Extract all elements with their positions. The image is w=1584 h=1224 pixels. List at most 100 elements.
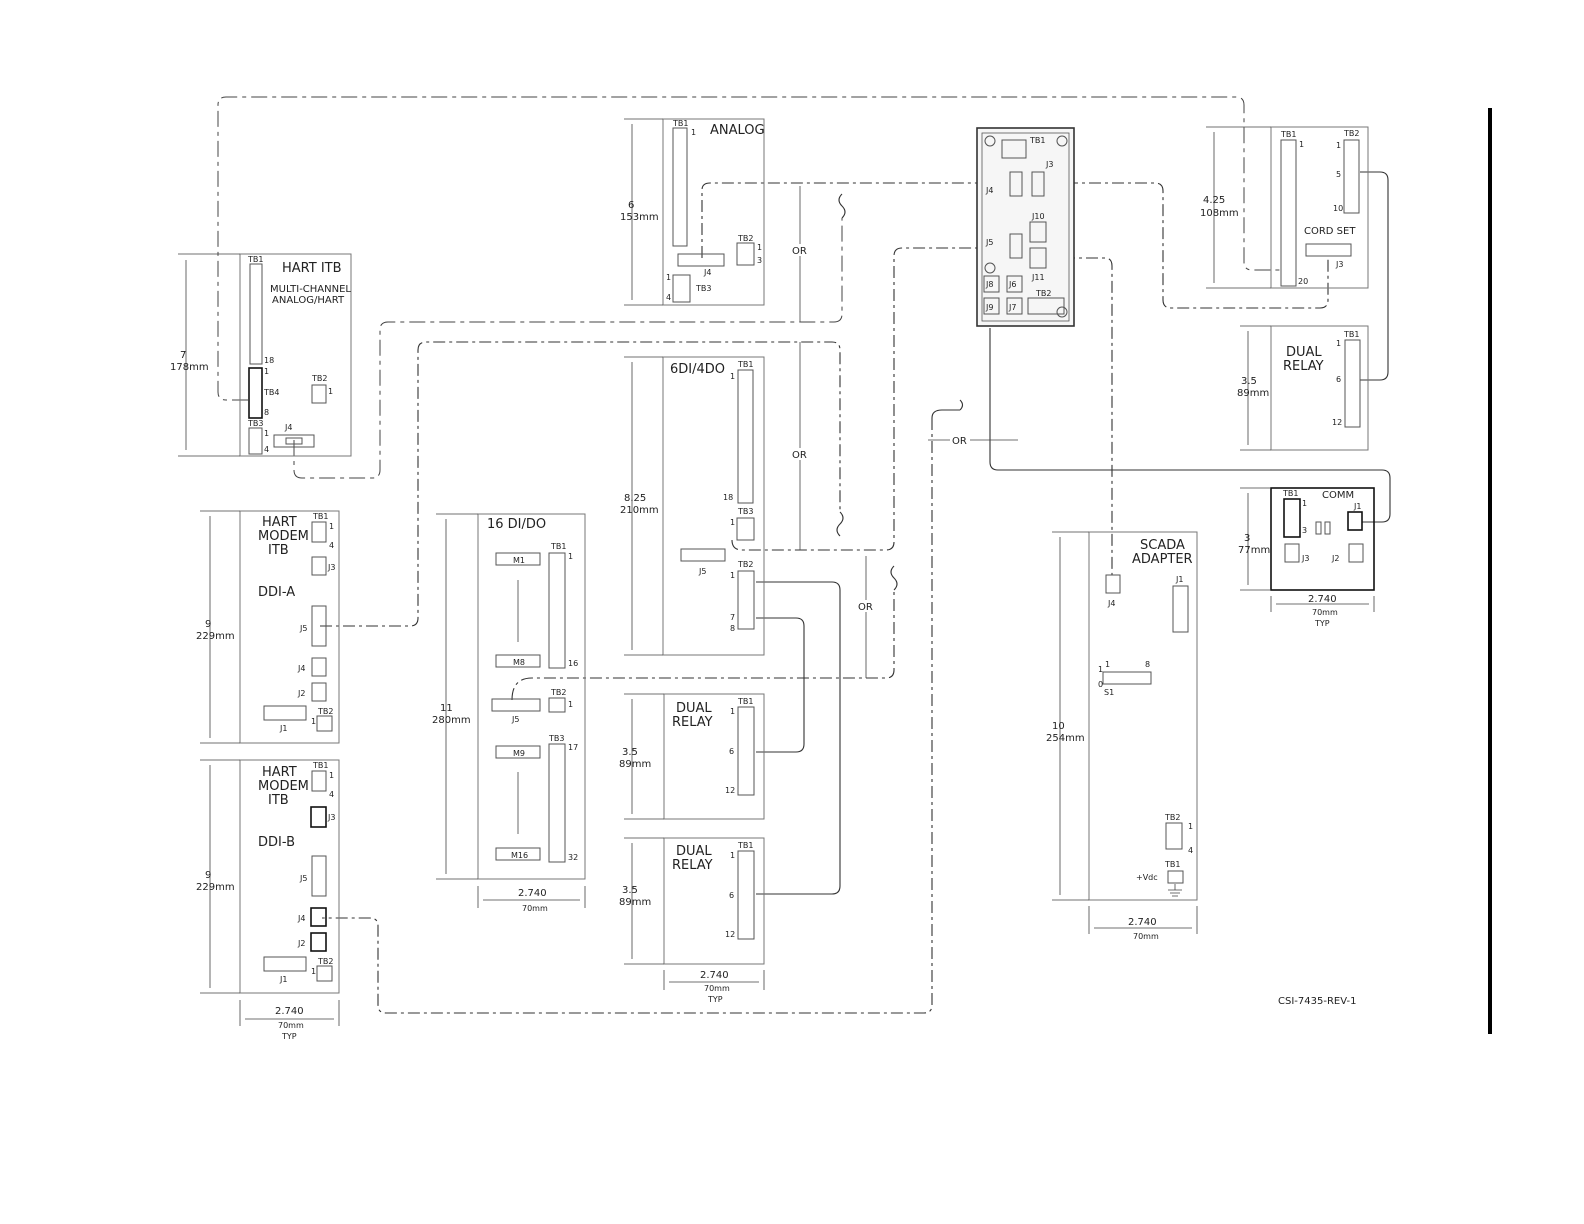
svg-text:1: 1 bbox=[730, 707, 735, 716]
svg-text:TB2: TB2 bbox=[317, 707, 333, 716]
svg-text:1: 1 bbox=[730, 372, 735, 381]
svg-text:70mm: 70mm bbox=[1133, 932, 1159, 941]
svg-text:TB1: TB1 bbox=[550, 542, 566, 551]
svg-text:TB2: TB2 bbox=[1164, 813, 1180, 822]
svg-text:J1: J1 bbox=[279, 724, 287, 733]
svg-text:5: 5 bbox=[1336, 170, 1341, 179]
svg-text:6: 6 bbox=[628, 200, 634, 211]
svg-text:1: 1 bbox=[1336, 141, 1341, 150]
svg-text:TB3: TB3 bbox=[247, 419, 263, 428]
svg-text:J11: J11 bbox=[1031, 273, 1045, 282]
svg-text:178mm: 178mm bbox=[170, 362, 209, 373]
svg-text:4: 4 bbox=[666, 293, 671, 302]
svg-text:TB3: TB3 bbox=[737, 507, 753, 516]
or-labels: OR OR OR OR bbox=[790, 244, 970, 613]
svg-text:ITB: ITB bbox=[268, 543, 289, 558]
svg-text:TB2: TB2 bbox=[317, 957, 333, 966]
svg-text:20: 20 bbox=[1298, 277, 1308, 286]
svg-text:1: 1 bbox=[1188, 822, 1193, 831]
svg-text:229mm: 229mm bbox=[196, 631, 235, 642]
svg-text:DUAL: DUAL bbox=[676, 844, 712, 859]
svg-text:J4: J4 bbox=[1107, 599, 1115, 608]
or-label: OR bbox=[792, 450, 807, 461]
svg-text:TB1: TB1 bbox=[737, 360, 753, 369]
svg-text:TB2: TB2 bbox=[311, 374, 327, 383]
svg-text:77mm: 77mm bbox=[1238, 545, 1270, 556]
svg-text:J3: J3 bbox=[1335, 260, 1343, 269]
hart-itb-module: HART ITB MULTI-CHANNEL ANALOG/HART TB1 1… bbox=[170, 253, 352, 457]
svg-text:J4: J4 bbox=[297, 664, 305, 673]
svg-text:MULTI-CHANNEL: MULTI-CHANNEL bbox=[270, 284, 351, 295]
svg-text:TB1: TB1 bbox=[737, 841, 753, 850]
svg-text:4: 4 bbox=[329, 790, 334, 799]
svg-text:J9: J9 bbox=[985, 303, 993, 312]
svg-text:108mm: 108mm bbox=[1200, 208, 1239, 219]
svg-text:TB1: TB1 bbox=[672, 119, 688, 128]
svg-text:1: 1 bbox=[1302, 499, 1307, 508]
hart-itb-title: HART ITB bbox=[282, 261, 342, 276]
svg-text:M16: M16 bbox=[511, 851, 528, 860]
svg-text:1: 1 bbox=[1105, 660, 1110, 669]
svg-text:+Vdc: +Vdc bbox=[1136, 873, 1158, 882]
svg-text:DDI-B: DDI-B bbox=[258, 835, 295, 850]
svg-text:TB2: TB2 bbox=[737, 234, 753, 243]
svg-text:TB1: TB1 bbox=[312, 512, 328, 521]
svg-text:6: 6 bbox=[1336, 375, 1341, 384]
svg-text:11: 11 bbox=[440, 703, 453, 714]
drawing-id: CSI-7435-REV-1 bbox=[1278, 996, 1356, 1007]
svg-text:3.5: 3.5 bbox=[1241, 376, 1257, 387]
svg-text:DUAL: DUAL bbox=[1286, 345, 1322, 360]
svg-text:1: 1 bbox=[264, 367, 269, 376]
svg-text:TB1: TB1 bbox=[247, 255, 263, 264]
svg-text:TB4: TB4 bbox=[263, 388, 279, 397]
svg-text:89mm: 89mm bbox=[619, 759, 651, 770]
svg-text:70mm: 70mm bbox=[1312, 608, 1338, 617]
comm-module: COMM TB1 1 3 J1 J3 J2 3 77mm 2.740 70mm … bbox=[1238, 487, 1375, 628]
svg-text:2.740: 2.740 bbox=[1128, 917, 1157, 928]
svg-text:1: 1 bbox=[329, 522, 334, 531]
svg-text:254mm: 254mm bbox=[1046, 733, 1085, 744]
svg-text:2.740: 2.740 bbox=[1308, 594, 1337, 605]
svg-text:TB2: TB2 bbox=[737, 560, 753, 569]
svg-text:1: 1 bbox=[730, 851, 735, 860]
svg-text:8: 8 bbox=[1145, 660, 1150, 669]
svg-text:HART: HART bbox=[262, 765, 297, 780]
svg-text:7: 7 bbox=[180, 350, 186, 361]
svg-text:J4: J4 bbox=[284, 423, 292, 432]
svg-text:TB1: TB1 bbox=[1164, 860, 1180, 869]
svg-text:TB2: TB2 bbox=[1035, 289, 1051, 298]
svg-text:70mm: 70mm bbox=[522, 904, 548, 913]
svg-text:J3: J3 bbox=[327, 563, 335, 572]
controller-module: TB1 J4 J3 J5 J10 J11 J8 J6 J9 J7 TB2 bbox=[976, 127, 1075, 327]
svg-text:32: 32 bbox=[568, 853, 578, 862]
svg-text:TB1: TB1 bbox=[1343, 330, 1359, 339]
svg-text:1: 1 bbox=[730, 571, 735, 580]
dual-relay-2: DUAL RELAY TB1 1 6 12 3.5 89mm 2.740 70m… bbox=[619, 837, 765, 1004]
svg-text:1: 1 bbox=[666, 273, 671, 282]
svg-text:2.740: 2.740 bbox=[518, 888, 547, 899]
svg-text:TB1: TB1 bbox=[737, 697, 753, 706]
hart-modem-ddi-a: HART MODEM ITB DDI-A TB1 1 4 J3 J5 J4 J2… bbox=[196, 510, 340, 744]
svg-text:J2: J2 bbox=[297, 689, 305, 698]
svg-text:2.740: 2.740 bbox=[700, 970, 729, 981]
svg-text:S1: S1 bbox=[1104, 688, 1114, 697]
svg-text:1: 1 bbox=[568, 700, 573, 709]
svg-text:J1: J1 bbox=[1353, 502, 1361, 511]
svg-text:1: 1 bbox=[1336, 339, 1341, 348]
svg-text:RELAY: RELAY bbox=[672, 715, 713, 730]
svg-text:7: 7 bbox=[730, 613, 735, 622]
svg-text:12: 12 bbox=[725, 786, 735, 795]
svg-text:3.5: 3.5 bbox=[622, 747, 638, 758]
svg-text:16 DI/DO: 16 DI/DO bbox=[487, 517, 546, 532]
svg-text:4.25: 4.25 bbox=[1203, 195, 1225, 206]
scada-adapter-module: SCADA ADAPTER J4 J1 1 8 1 0 S1 TB2 1 4 T… bbox=[1046, 531, 1198, 941]
svg-text:M9: M9 bbox=[513, 749, 525, 758]
svg-text:3: 3 bbox=[1244, 533, 1250, 544]
dual-relay-1: DUAL RELAY TB1 1 6 12 3.5 89mm bbox=[619, 693, 765, 820]
svg-text:ITB: ITB bbox=[268, 793, 289, 808]
svg-text:18: 18 bbox=[723, 493, 733, 502]
svg-text:1: 1 bbox=[311, 717, 316, 726]
svg-text:TYP: TYP bbox=[1314, 619, 1330, 628]
svg-text:3: 3 bbox=[757, 256, 762, 265]
svg-text:10: 10 bbox=[1052, 721, 1065, 732]
